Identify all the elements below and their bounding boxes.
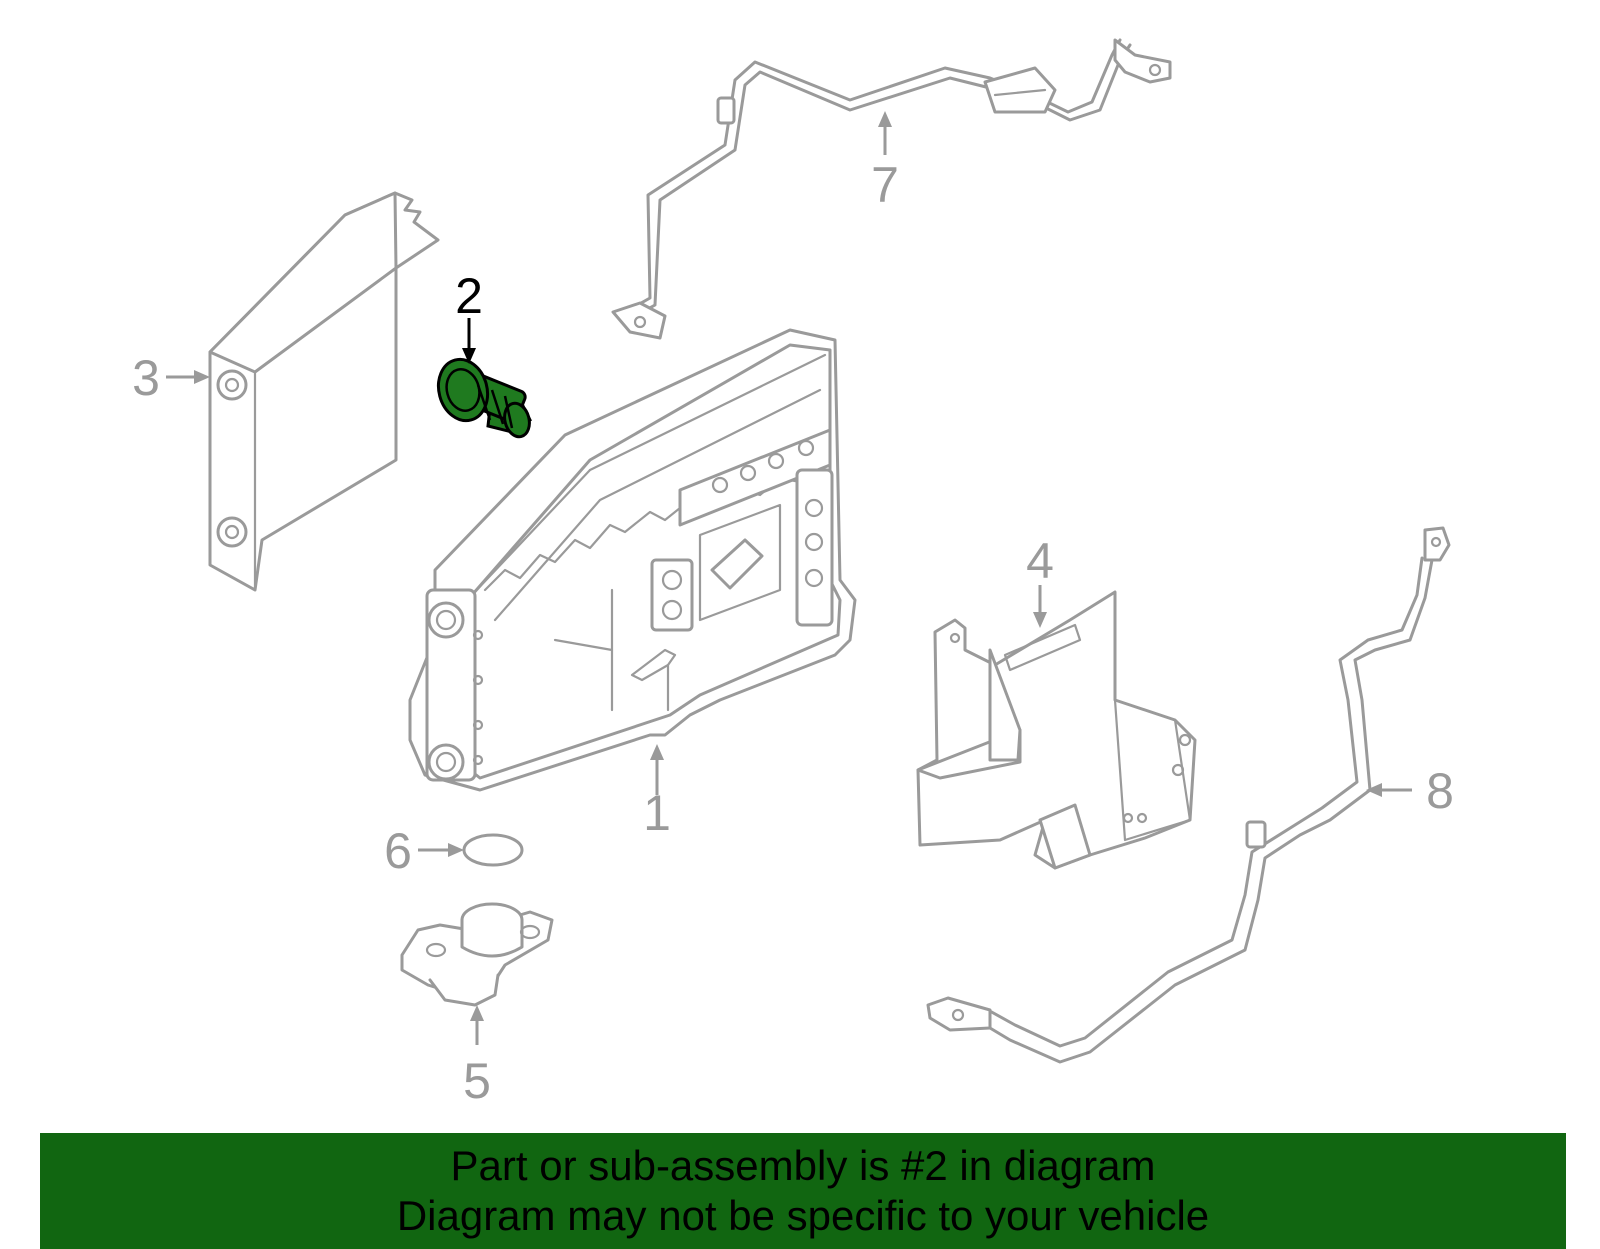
callout-2[interactable]: 2 [455, 268, 483, 364]
callout-8-label: 8 [1426, 763, 1454, 819]
callout-4[interactable]: 4 [1026, 533, 1054, 628]
callout-2-label: 2 [455, 268, 483, 324]
callout-5[interactable]: 5 [463, 1005, 491, 1109]
callout-4-label: 4 [1026, 533, 1054, 589]
banner-line-2: Diagram may not be specific to your vehi… [396, 1192, 1210, 1239]
banner-line-1: Part or sub-assembly is #2 in diagram [450, 1142, 1156, 1189]
callout-3[interactable]: 3 [132, 350, 210, 406]
part-7-cable[interactable] [611, 38, 1172, 340]
callout-5-label: 5 [463, 1053, 491, 1109]
callout-3-label: 3 [132, 350, 160, 406]
part-2-bolt[interactable] [432, 354, 533, 440]
callout-7-label: 7 [871, 157, 899, 213]
callout-1[interactable]: 1 [643, 744, 671, 841]
part-5-mount[interactable] [400, 902, 554, 1007]
callout-6[interactable]: 6 [384, 823, 464, 879]
part-4-bracket[interactable] [916, 590, 1197, 870]
callout-8[interactable]: 8 [1366, 763, 1454, 819]
part-8-cable[interactable] [926, 526, 1451, 1064]
callout-6-label: 6 [384, 823, 412, 879]
part-1-module[interactable] [408, 328, 857, 792]
part-6-o-ring[interactable] [462, 833, 524, 867]
info-banner: Part or sub-assembly is #2 in diagram Di… [40, 1133, 1566, 1249]
part-3-bracket[interactable] [208, 191, 440, 592]
callout-7[interactable]: 7 [871, 111, 899, 213]
callout-1-label: 1 [643, 785, 671, 841]
